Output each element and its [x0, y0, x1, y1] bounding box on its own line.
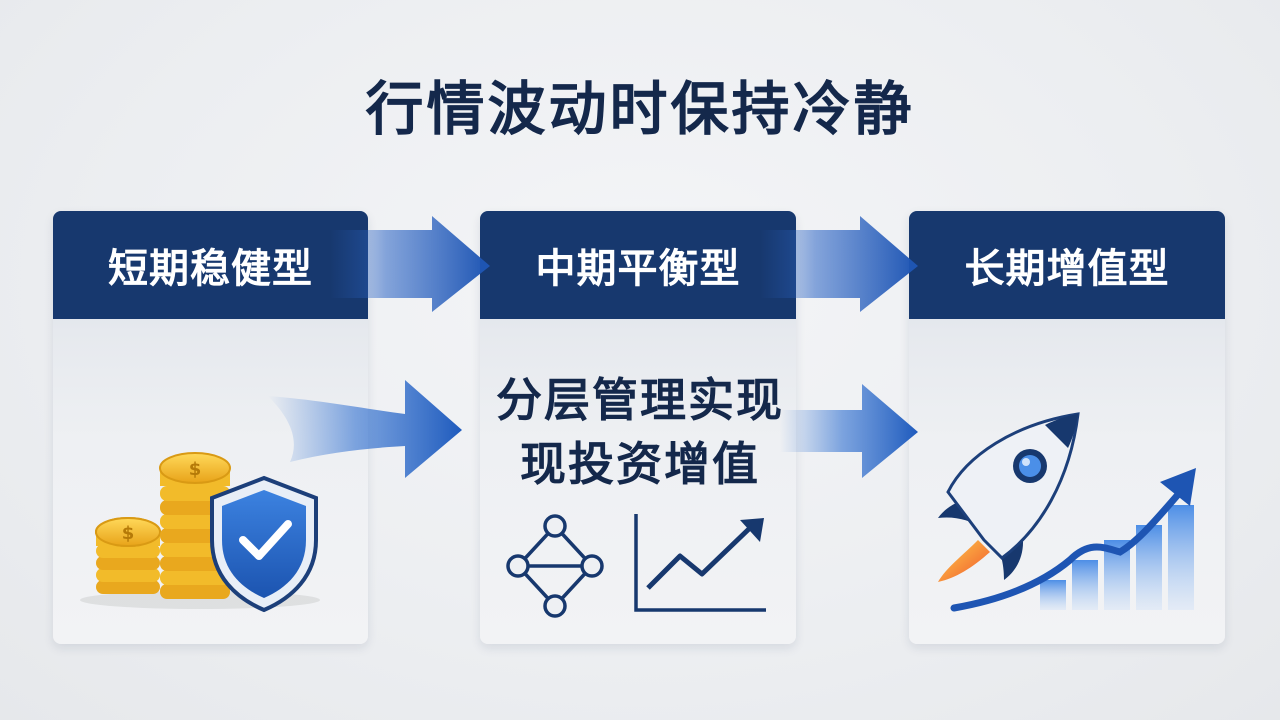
center-text-line-1: 分层管理实现: [496, 373, 784, 427]
card-header-long-term: 长期增值型: [909, 211, 1225, 319]
coins-shield-icon: $ $: [80, 452, 320, 613]
coin-dollar-label: $: [122, 523, 135, 544]
line-chart-icon: [634, 514, 766, 612]
card-header-short-term: 短期稳健型: [53, 211, 368, 319]
coin-dollar-label: $: [189, 459, 202, 480]
arrow-right-icon: [760, 216, 918, 312]
card-header-mid-term: 中期平衡型: [480, 211, 796, 319]
page-title: 行情波动时保持冷静: [365, 75, 915, 143]
arrow-right-icon: [268, 380, 462, 478]
arrow-right-icon: [780, 384, 918, 478]
network-icon: [506, 514, 604, 618]
center-text-line-2: 现投资增值: [520, 437, 760, 491]
arrow-right-icon: [330, 216, 490, 312]
rocket-growth-icon: [938, 412, 1196, 612]
card-mid-term: 中期平衡型: [480, 211, 796, 644]
